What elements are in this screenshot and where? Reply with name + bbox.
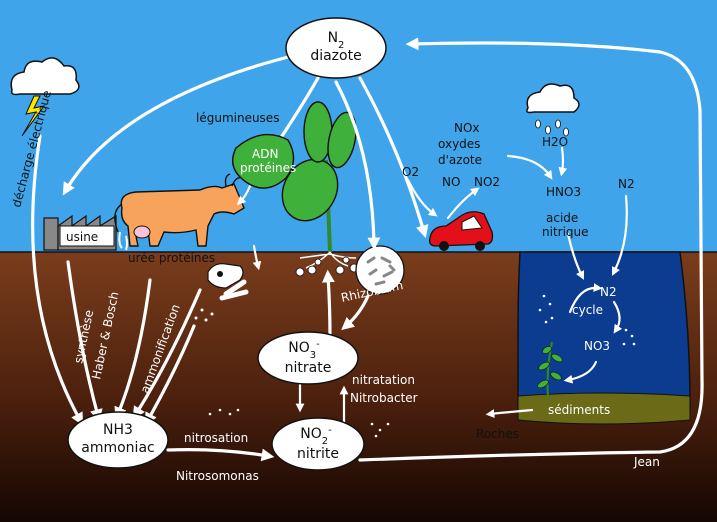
o2-label: O2 xyxy=(402,165,419,179)
lightning-icon xyxy=(21,95,46,137)
svg-text:nitrite: nitrite xyxy=(297,446,339,462)
acide-label: acide xyxy=(546,211,578,225)
no3-nitrate-node xyxy=(257,331,359,385)
dazote-label: d'azote xyxy=(438,153,482,167)
factory-icon xyxy=(43,214,117,251)
nox-label: NOx xyxy=(454,121,480,135)
hno3-label: HNO3 xyxy=(546,185,581,199)
seaweed-icon xyxy=(537,341,563,399)
rhizobium-bacteria-icon xyxy=(355,245,405,295)
svg-text:N2: N2 xyxy=(328,30,345,51)
sediment-layer xyxy=(517,392,691,425)
svg-text:NO2-: NO2- xyxy=(300,425,332,447)
skull-bones-icon xyxy=(194,263,249,322)
signature: Jean xyxy=(633,455,660,469)
svg-text:protéines: protéines xyxy=(240,161,296,175)
sea-n2-label: N2 xyxy=(600,285,617,299)
no2-nitrite-node xyxy=(271,417,365,471)
oxydes-label: oxydes xyxy=(438,137,480,151)
adn-proteines-node xyxy=(232,133,295,189)
uree-proteines-label: urée protéines xyxy=(128,251,215,265)
n2-right-label: N2 xyxy=(618,177,635,191)
sea-no3-label: NO3 xyxy=(584,339,610,353)
n2-diazote-label: diazote xyxy=(310,48,361,64)
h2o-label: H2O xyxy=(542,135,568,149)
n2-diazote-node xyxy=(285,17,387,79)
car-icon xyxy=(428,211,494,251)
cycle-label: cycle xyxy=(572,303,603,317)
sediments-label: sédiments xyxy=(548,403,610,417)
factory-label: usine xyxy=(66,230,98,244)
cow-icon xyxy=(114,173,245,251)
cycle-arrows xyxy=(31,37,704,462)
nitrosation-label: nitrosation xyxy=(184,431,248,445)
svg-text:ammoniac: ammoniac xyxy=(81,440,154,456)
nh3-ammoniac-node xyxy=(67,411,169,469)
roches-label: Roches xyxy=(476,427,519,441)
soil-particles xyxy=(208,408,390,438)
cloud-icon xyxy=(10,57,80,96)
nitrosomonas-label: Nitrosomonas xyxy=(176,469,259,483)
sea xyxy=(517,251,691,413)
nitrobacter-label: Nitrobacter xyxy=(350,391,418,405)
no-label: NO xyxy=(442,175,460,189)
no2-label: NO2 xyxy=(474,175,500,189)
svg-text:NH3: NH3 xyxy=(103,422,133,438)
legumineuses-label: légumineuses xyxy=(196,111,279,125)
nitrique-label: nitrique xyxy=(542,225,589,239)
svg-text:NO3-: NO3- xyxy=(288,339,320,361)
rain-cloud-icon xyxy=(526,83,580,137)
sea-particles xyxy=(538,294,636,346)
svg-text:ADN: ADN xyxy=(252,147,278,161)
svg-text:nitrate: nitrate xyxy=(285,360,332,376)
nitratation-label: nitratation xyxy=(352,373,415,387)
